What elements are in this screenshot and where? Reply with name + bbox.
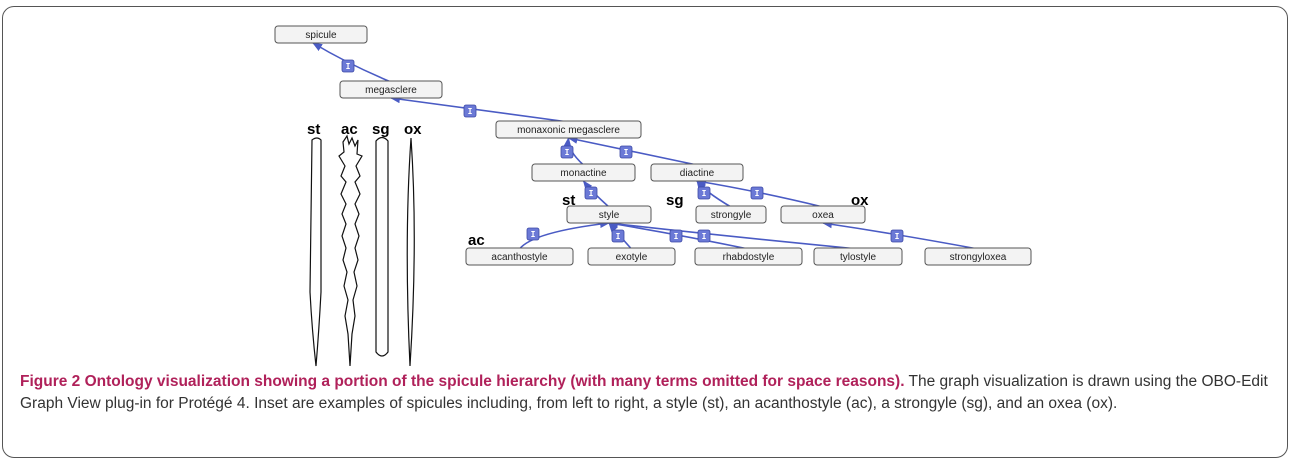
acanthostyle-spicule-drawing <box>338 134 363 367</box>
is-a-badge: I <box>526 227 540 241</box>
node-exotyle[interactable]: exotyle <box>587 247 676 266</box>
node-label: spicule <box>305 30 337 41</box>
node-label: strongyle <box>711 210 752 221</box>
svg-text:I: I <box>674 232 679 241</box>
is-a-badge: I <box>584 186 598 200</box>
svg-text:I: I <box>702 189 707 198</box>
graph-label-st: st <box>562 192 575 209</box>
inset-label-sg: sg <box>372 121 390 138</box>
svg-text:I: I <box>589 189 594 198</box>
graph-label-ac: ac <box>468 232 485 249</box>
is-a-badge: I <box>619 145 633 159</box>
node-label: strongyloxea <box>950 252 1007 263</box>
strongyle-spicule-drawing <box>375 136 389 357</box>
inset-label-ox: ox <box>404 121 422 138</box>
node-label: acanthostyle <box>491 252 548 263</box>
svg-text:I: I <box>616 232 621 241</box>
caption-body: The graph visualization is drawn using t… <box>20 373 1268 412</box>
node-diactine[interactable]: diactine <box>650 163 744 182</box>
figure-frame <box>2 6 1288 458</box>
is-a-badge: I <box>611 229 625 243</box>
node-label: oxea <box>812 210 834 221</box>
oxea-spicule-drawing <box>406 137 415 367</box>
node-label: tylostyle <box>840 252 877 263</box>
node-spicule[interactable]: spicule <box>274 25 368 44</box>
node-acanthostyle[interactable]: acanthostyle <box>465 247 574 266</box>
node-label: diactine <box>680 168 715 179</box>
is-a-badge: I <box>463 104 477 118</box>
graph-label-sg: sg <box>666 192 684 209</box>
node-strongyloxea[interactable]: strongyloxea <box>924 247 1032 266</box>
node-rhabdostyle[interactable]: rhabdostyle <box>694 247 803 266</box>
inset-label-st: st <box>307 121 320 138</box>
node-label: style <box>599 210 620 221</box>
svg-text:I: I <box>565 148 570 157</box>
svg-text:I: I <box>702 232 707 241</box>
node-label: monaxonic megasclere <box>517 125 620 136</box>
is-a-badge: I <box>669 229 683 243</box>
svg-text:I: I <box>755 189 760 198</box>
svg-text:I: I <box>895 232 900 241</box>
edge-tylostyle-to-style <box>608 220 859 250</box>
node-oxea[interactable]: oxea <box>780 205 866 224</box>
is-a-badge: I <box>697 229 711 243</box>
edge-acanthostyle-to-style <box>518 220 610 250</box>
graph-label-ox: ox <box>851 192 869 209</box>
node-label: megasclere <box>365 85 417 96</box>
edge-monaxonic-to-megasclere <box>390 95 569 123</box>
svg-text:I: I <box>468 107 473 116</box>
edge-diactine-to-monaxonic <box>567 135 698 166</box>
is-a-badge: I <box>890 229 904 243</box>
svg-text:I: I <box>624 148 629 157</box>
node-style[interactable]: style <box>566 205 652 224</box>
node-monaxonic[interactable]: monaxonic megasclere <box>495 120 642 139</box>
spicule-inset: st ac sg ox <box>307 121 422 367</box>
node-label: monactine <box>560 168 607 179</box>
node-megasclere[interactable]: megasclere <box>339 80 443 99</box>
inset-label-ac: ac <box>341 121 358 138</box>
node-strongyle[interactable]: strongyle <box>695 205 767 224</box>
node-label: exotyle <box>616 252 648 263</box>
ontology-graph: spicule megasclere monaxonic megasclere mon… <box>274 25 1032 367</box>
figure-caption: Figure 2 Ontology visualization showing … <box>20 371 1270 415</box>
svg-text:I: I <box>346 62 351 71</box>
svg-text:I: I <box>531 230 536 239</box>
caption-title: Figure 2 Ontology visualization showing … <box>20 373 905 390</box>
node-monactine[interactable]: monactine <box>531 163 636 182</box>
is-a-badge: I <box>341 59 355 73</box>
node-label: rhabdostyle <box>723 252 775 263</box>
style-spicule-drawing <box>309 137 322 367</box>
node-tylostyle[interactable]: tylostyle <box>813 247 903 266</box>
is-a-badge: I <box>560 145 574 159</box>
is-a-badge: I <box>697 186 711 200</box>
is-a-badge: I <box>750 186 764 200</box>
